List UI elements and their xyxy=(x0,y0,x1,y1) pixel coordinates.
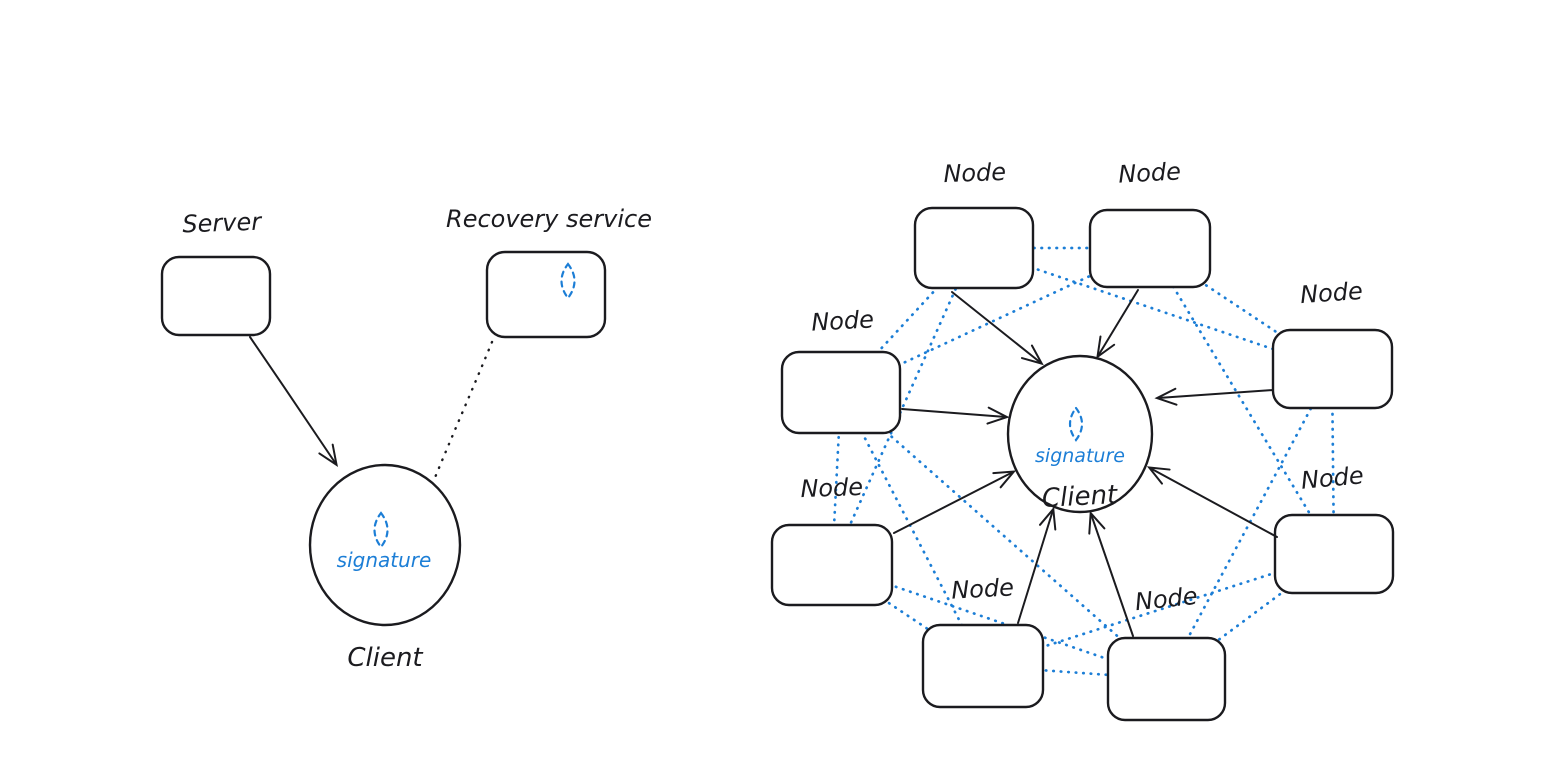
arrow-node-to-client xyxy=(901,406,1010,425)
left-diagram: Server Recovery service signature Client xyxy=(160,205,652,673)
node-label: Node xyxy=(951,573,1015,604)
dotted-link-recovery-to-client xyxy=(432,340,494,482)
mesh-edge xyxy=(1148,246,1336,556)
mesh-edge xyxy=(1164,367,1334,681)
server-box xyxy=(160,255,272,337)
arrow-node-to-client xyxy=(1088,510,1134,637)
mesh-edge xyxy=(1164,552,1336,681)
client-label: Client xyxy=(347,643,423,673)
server-label: Server xyxy=(182,208,264,239)
client-signature-vesica-icon xyxy=(373,511,389,549)
mesh-edge xyxy=(839,390,1168,681)
node-box xyxy=(1271,328,1394,410)
node-label: Node xyxy=(1118,157,1182,188)
node-label: Node xyxy=(943,158,1007,188)
right-diagram: signature Client Node Node Node Node Nod… xyxy=(770,157,1395,722)
client-signature-label: signature xyxy=(1035,445,1125,467)
client-signature-label: signature xyxy=(337,548,432,572)
node-box xyxy=(770,523,894,607)
node-box xyxy=(780,350,902,435)
node-box xyxy=(921,623,1045,709)
arrow-server-to-client xyxy=(249,336,338,467)
node-arrows xyxy=(893,289,1278,637)
arrow-node-to-client xyxy=(1096,289,1139,360)
node-label: Node xyxy=(800,473,864,503)
recovery-service-box xyxy=(485,250,607,339)
node-box xyxy=(1106,636,1227,722)
arrow-node-to-client xyxy=(1017,506,1057,624)
node-label: Node xyxy=(1300,461,1365,494)
node-box xyxy=(1088,208,1212,289)
recovery-signature-vesica-icon xyxy=(560,262,576,300)
arrow-node-to-client xyxy=(1154,387,1274,406)
arrow-node-to-client xyxy=(951,291,1044,366)
client-signature-vesica-icon xyxy=(1068,406,1084,442)
node-label: Node xyxy=(811,305,875,336)
recovery-service-label: Recovery service xyxy=(446,205,652,233)
client-circle xyxy=(1006,354,1154,514)
node-box xyxy=(1273,513,1395,595)
client-circle xyxy=(308,463,462,627)
node-label: Node xyxy=(1299,277,1363,309)
arrow-node-to-client xyxy=(893,470,1017,534)
arrow-node-to-client xyxy=(1146,466,1278,538)
node-label: Node xyxy=(1134,582,1199,616)
mesh-edge xyxy=(839,246,976,394)
mesh-edge xyxy=(830,246,976,567)
client-label: Client xyxy=(1041,480,1119,514)
mesh-edge xyxy=(839,390,985,668)
node-box xyxy=(913,206,1035,290)
